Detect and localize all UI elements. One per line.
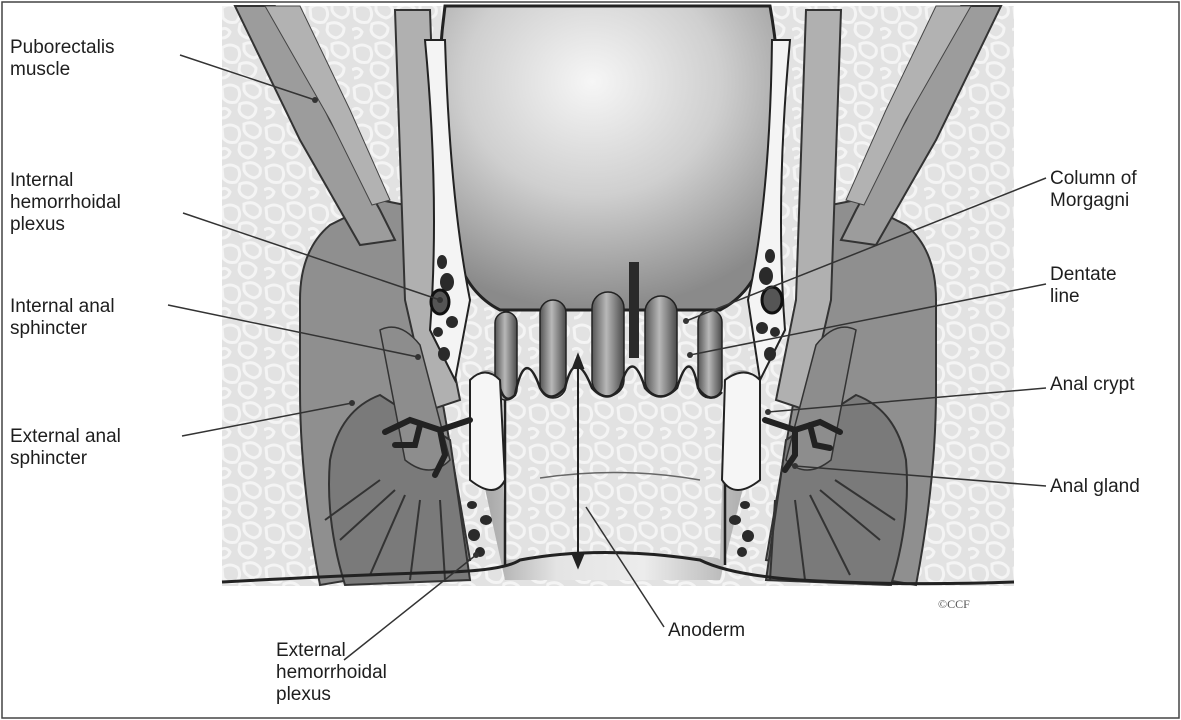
label-anoderm: Anoderm <box>668 620 745 642</box>
rectal-lumen <box>439 6 780 310</box>
label-puborectalis-muscle: Puborectalis muscle <box>10 37 115 81</box>
label-anal-crypt: Anal crypt <box>1050 374 1134 396</box>
label-anal-gland: Anal gland <box>1050 476 1140 498</box>
dentate-line-marker <box>629 262 639 358</box>
copyright-mark: ©CCF <box>938 597 970 612</box>
label-column-of-morgagni: Column of Morgagni <box>1050 168 1137 212</box>
label-internal-hemorrhoidal-plexus: Internal hemorrhoidal plexus <box>10 170 121 236</box>
label-external-anal-sphincter: External anal sphincter <box>10 426 121 470</box>
label-external-hemorrhoidal-plexus: External hemorrhoidal plexus <box>276 640 387 706</box>
label-internal-anal-sphincter: Internal anal sphincter <box>10 296 115 340</box>
label-dentate-line: Dentate line <box>1050 264 1117 308</box>
